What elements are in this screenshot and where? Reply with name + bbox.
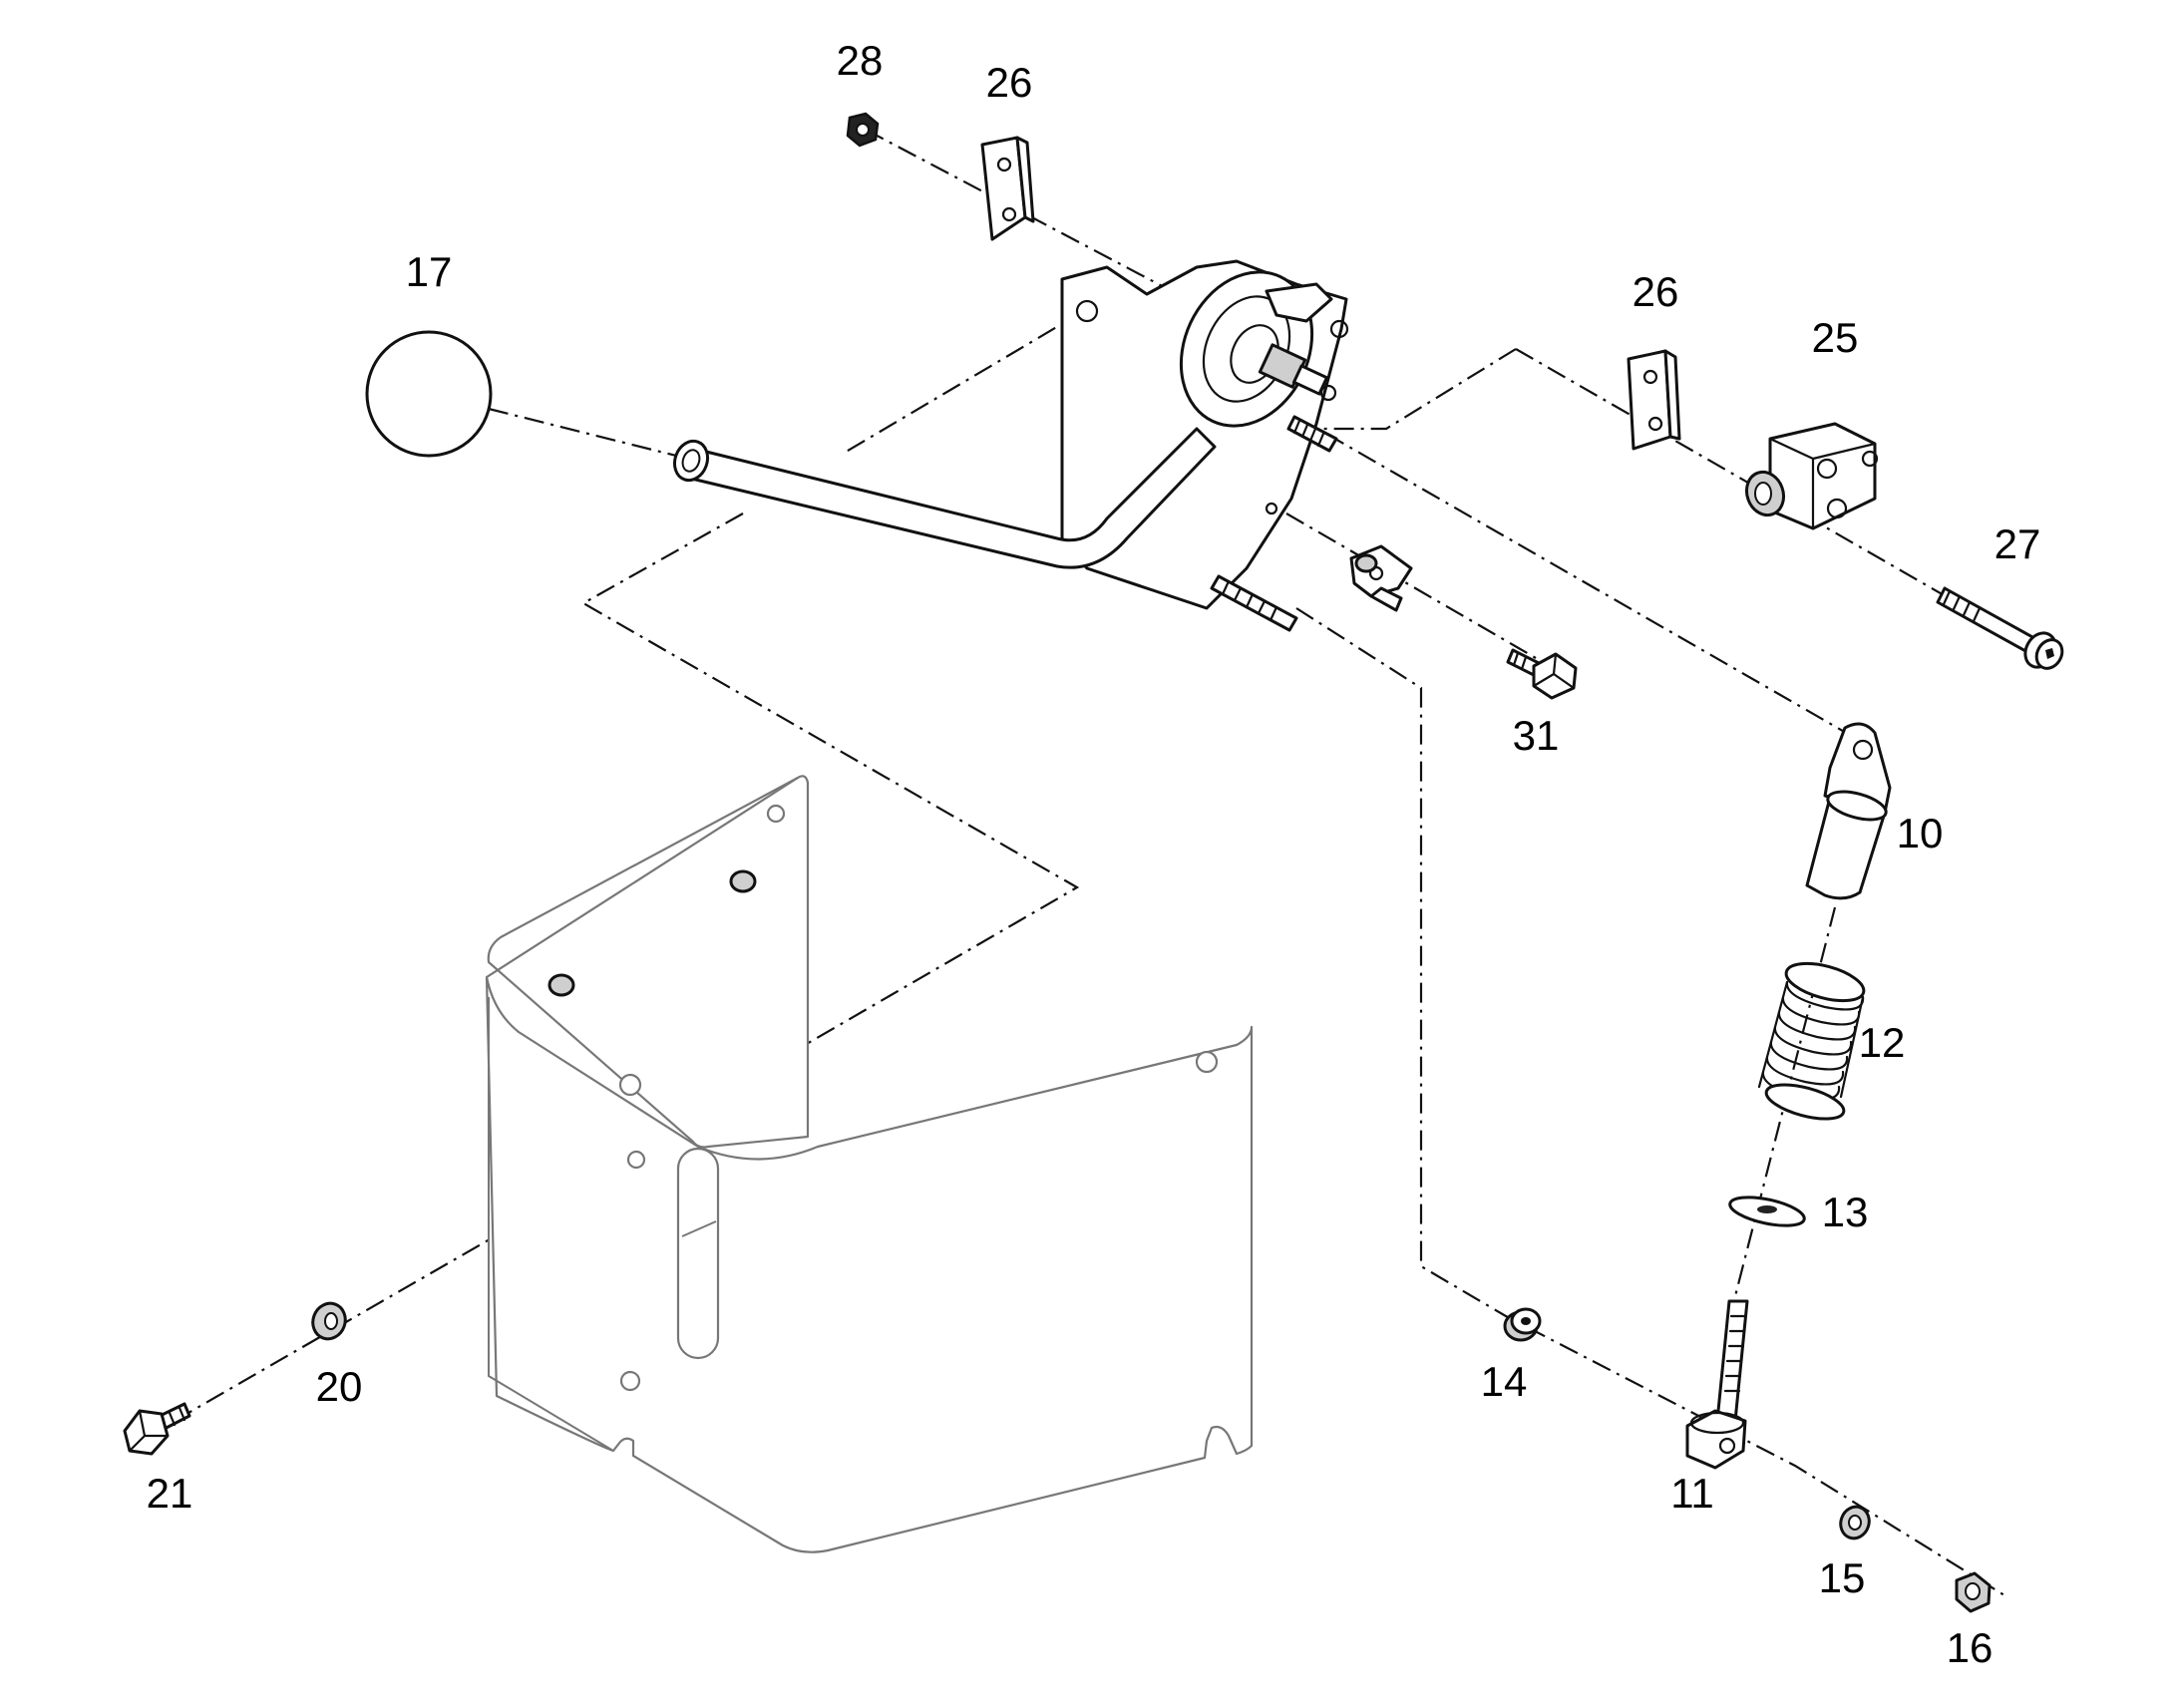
callout-17: 17 <box>406 248 453 295</box>
part-28-hex-nut <box>846 112 880 148</box>
part-21-hex-bolt <box>123 1402 191 1456</box>
part-20-flat-washer <box>311 1301 347 1341</box>
callout-28: 28 <box>837 37 884 84</box>
lever-bracket-assembly <box>672 259 1349 632</box>
callout-25: 25 <box>1812 314 1859 361</box>
part-25-switch-block <box>1744 422 1879 530</box>
callout-20: 20 <box>316 1363 363 1410</box>
callout-labels: 28 26 17 26 25 27 31 10 12 13 14 11 15 1… <box>147 37 2041 1671</box>
callout-31: 31 <box>1513 712 1560 759</box>
part-16-hex-nut <box>1955 1571 1992 1613</box>
leader-17-to-lever <box>488 407 689 461</box>
leader-21-20-mount <box>174 1156 634 1422</box>
part-14-spacer <box>1503 1307 1542 1342</box>
callout-10: 10 <box>1897 810 1944 856</box>
part-31-hex-bolt <box>1506 648 1578 700</box>
leader-lever-to-mount-left <box>580 512 1080 1108</box>
leader-bracket-to-10 <box>1325 433 1856 739</box>
part-12-compression-spring <box>1757 961 1866 1121</box>
part-13-flat-washer <box>1728 1196 1806 1227</box>
leader-28-to-bracket <box>865 129 1188 300</box>
callout-26-top: 26 <box>986 59 1033 106</box>
callout-15: 15 <box>1819 1554 1866 1601</box>
part-26-plate-right <box>1627 349 1681 451</box>
part-10-clevis-rod-end <box>1805 722 1892 900</box>
mounting-plate-u-bracket <box>485 775 1254 1553</box>
part-15-lock-washer <box>1839 1505 1871 1540</box>
callout-16: 16 <box>1947 1624 1994 1671</box>
leader-stud-to-14 <box>1295 607 2005 1596</box>
leader-clip-to-31 <box>1285 512 1537 659</box>
assembly-leader-lines <box>174 129 2045 1596</box>
leader-bracket-to-mount <box>842 308 1088 455</box>
bracket-clip <box>1349 544 1413 612</box>
part-11-eye-bolt <box>1685 1299 1749 1470</box>
part-26-plate-top <box>980 136 1035 241</box>
callout-26-right: 26 <box>1633 268 1679 315</box>
callout-12: 12 <box>1859 1019 1906 1066</box>
callout-13: 13 <box>1822 1189 1869 1235</box>
callout-21: 21 <box>147 1470 193 1517</box>
part-17-knob <box>365 330 493 458</box>
callout-27: 27 <box>1995 520 2041 567</box>
part-27-socket-screw <box>1936 586 2064 670</box>
callout-14: 14 <box>1481 1358 1528 1405</box>
callout-11: 11 <box>1670 1470 1714 1517</box>
